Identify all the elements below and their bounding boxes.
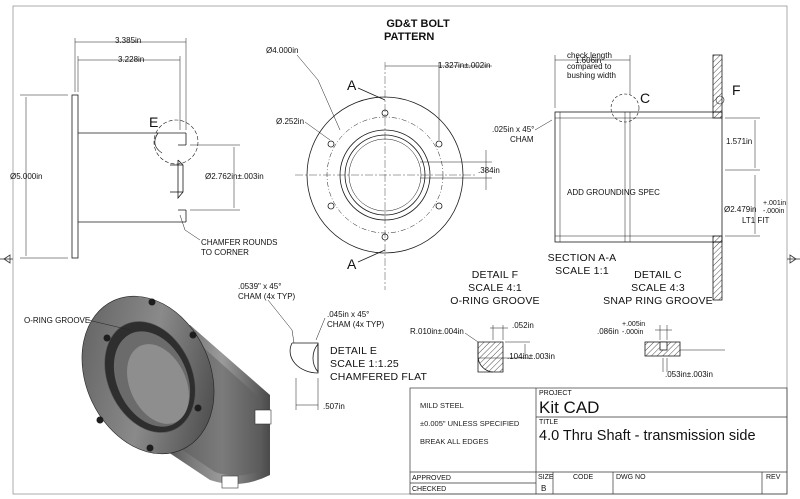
tb-rev-label: REV [766, 474, 781, 481]
dim-507: .507in [323, 402, 345, 411]
tb-size-label: SIZE [538, 474, 554, 481]
dim-104: .104in±.003in [507, 352, 555, 361]
detail-f-view [464, 325, 530, 373]
tb-material: MILD STEEL [420, 401, 464, 410]
dim-dia-bolt-circle: Ø4.000in [266, 46, 299, 55]
dim-dia-flange: Ø5.000in [10, 172, 43, 181]
detail-c-desc: SNAP RING GROOVE [603, 295, 713, 307]
tb-title-value: 4.0 Thru Shaft - transmission side [539, 428, 756, 444]
fit-dia: Ø2.479in [724, 205, 757, 214]
tb-dwg-label: DWG NO [616, 474, 646, 481]
dim-radius-010: R.010in±.004in [410, 327, 464, 336]
cham-0539-line1: .0539" x 45° [238, 282, 282, 291]
detail-f-desc: O-RING GROOVE [450, 295, 540, 307]
cham-025-line1: .025in x 45° [492, 125, 535, 134]
marker-f: F [732, 82, 741, 98]
check-length-line1: check length [567, 51, 612, 60]
cham-025-line2: CHAM [510, 135, 534, 144]
detail-c-name: DETAIL C [634, 269, 682, 281]
marker-c: C [640, 90, 651, 106]
dim-offset-384: .384in [478, 166, 500, 175]
dim-dia-hole: Ø.252in [276, 117, 305, 126]
tb-code-label: CODE [573, 474, 594, 481]
check-length-value: 1.606in [575, 56, 602, 65]
section-aa-scale: SCALE 1:1 [555, 265, 609, 277]
sheet-border [12, 5, 788, 495]
tb-approved-label: APPROVED [412, 475, 451, 482]
iso-render [81, 295, 272, 489]
dim-bolt-offset: 1.327in±.002in [438, 61, 491, 70]
cham-045-line2: CHAM (4x TYP) [327, 320, 385, 329]
o-ring-label: O-RING GROOVE [24, 316, 91, 325]
marker-a-top: A [347, 77, 357, 93]
fit-tol-top: +.001in [763, 200, 787, 207]
detail-f-scale: SCALE 4:1 [468, 282, 522, 294]
detail-c-scale: SCALE 4:3 [631, 282, 685, 294]
detail-c-view [644, 325, 725, 372]
dim-086-tol-top: +.005in [622, 321, 646, 328]
tb-checked-label: CHECKED [412, 486, 447, 493]
tb-project-value: Kit CAD [539, 398, 600, 417]
side-view [20, 38, 240, 259]
cham-045-line1: .045in x 45° [327, 310, 370, 319]
section-aa-name: SECTION A-A [547, 252, 617, 264]
fit-tol-bottom: -.000in [763, 208, 785, 215]
border-arrow-left [0, 254, 13, 264]
header-title-line2: PATTERN [384, 31, 435, 43]
front-view [295, 54, 492, 290]
detail-e-view [267, 299, 326, 410]
border-arrow-right [787, 254, 800, 264]
dim-dia-bore: Ø2.762in±.003in [205, 172, 264, 181]
tb-tolerance: ±0.005" UNLESS SPECIFIED [420, 419, 520, 428]
marker-e: E [149, 114, 159, 130]
ground-spec: ADD GROUNDING SPEC [567, 188, 660, 197]
dim-len-inner: 3.228in [118, 55, 145, 64]
fit-class: LT1 FIT [742, 216, 770, 225]
check-length-line3: bushing width [567, 71, 616, 80]
detail-e-desc: CHAMFERED FLAT [330, 371, 428, 383]
header-title-line1: GD&T BOLT [386, 18, 450, 30]
detail-e-name: DETAIL E [330, 345, 378, 357]
detail-e-scale: SCALE 1:1.25 [330, 358, 399, 370]
marker-a-bottom: A [347, 256, 357, 272]
dim-1571: 1.571in [726, 137, 753, 146]
chamfer-note-line1: CHAMFER ROUNDS [201, 238, 278, 247]
section-view [534, 54, 760, 301]
cham-0539-line2: CHAM (4x TYP) [238, 292, 296, 301]
check-length-line2: compared to [567, 62, 612, 71]
title-block [409, 387, 788, 495]
dim-len-overall: 3.385in [115, 36, 142, 45]
chamfer-note-line2: TO CORNER [201, 248, 249, 257]
dim-052: .052in [512, 321, 534, 330]
dim-086: .086in [597, 327, 619, 336]
dim-053: .053in±.003in [665, 370, 713, 379]
dim-086-tol-bottom: -.000in [622, 329, 644, 336]
detail-f-name: DETAIL F [471, 269, 519, 281]
tb-project-label: PROJECT [539, 390, 572, 397]
tb-size-value: B [541, 484, 547, 493]
tb-edges: BREAK ALL EDGES [420, 437, 489, 446]
tb-title-label: TITLE [539, 419, 559, 426]
